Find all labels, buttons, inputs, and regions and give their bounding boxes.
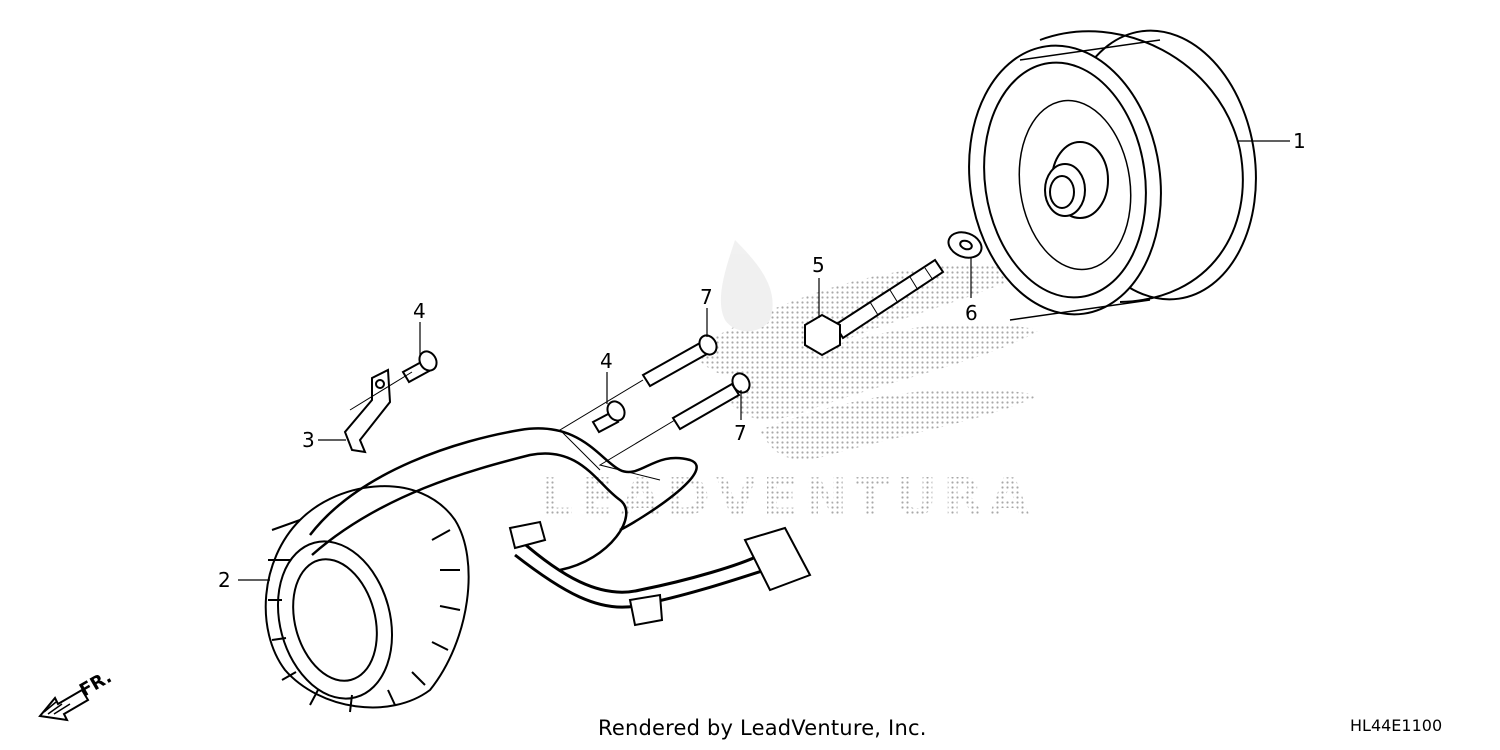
callout-5: 5 <box>812 253 825 277</box>
leader-lines <box>238 140 1290 581</box>
bolt-4-center <box>591 400 626 434</box>
bolt-7-lower <box>671 372 751 431</box>
wire-bracket <box>343 368 392 454</box>
bolt-4-left <box>401 350 438 384</box>
callout-7-upper: 7 <box>700 285 713 309</box>
stator-assembly <box>264 427 812 713</box>
callout-3: 3 <box>302 428 315 452</box>
diagram-code: HL44E1100 <box>1350 716 1443 735</box>
flange-bolt <box>804 258 945 357</box>
watermark-logo: LEADVENTURA <box>540 240 1040 528</box>
bolt-7-upper <box>641 334 718 388</box>
callout-2: 2 <box>218 568 231 592</box>
watermark-text: LEADVENTURA <box>540 468 1035 528</box>
callout-7-lower: 7 <box>734 421 747 445</box>
render-credit: Rendered by LeadVenture, Inc. <box>598 716 927 740</box>
callout-6: 6 <box>965 301 978 325</box>
callout-1: 1 <box>1293 129 1306 153</box>
callout-4-left: 4 <box>413 299 426 323</box>
front-arrow-icon <box>38 688 90 722</box>
callout-4-center: 4 <box>600 349 613 373</box>
flywheel-rotor <box>968 29 1257 321</box>
washer <box>947 231 983 259</box>
front-direction-indicator: FR. <box>38 666 115 722</box>
